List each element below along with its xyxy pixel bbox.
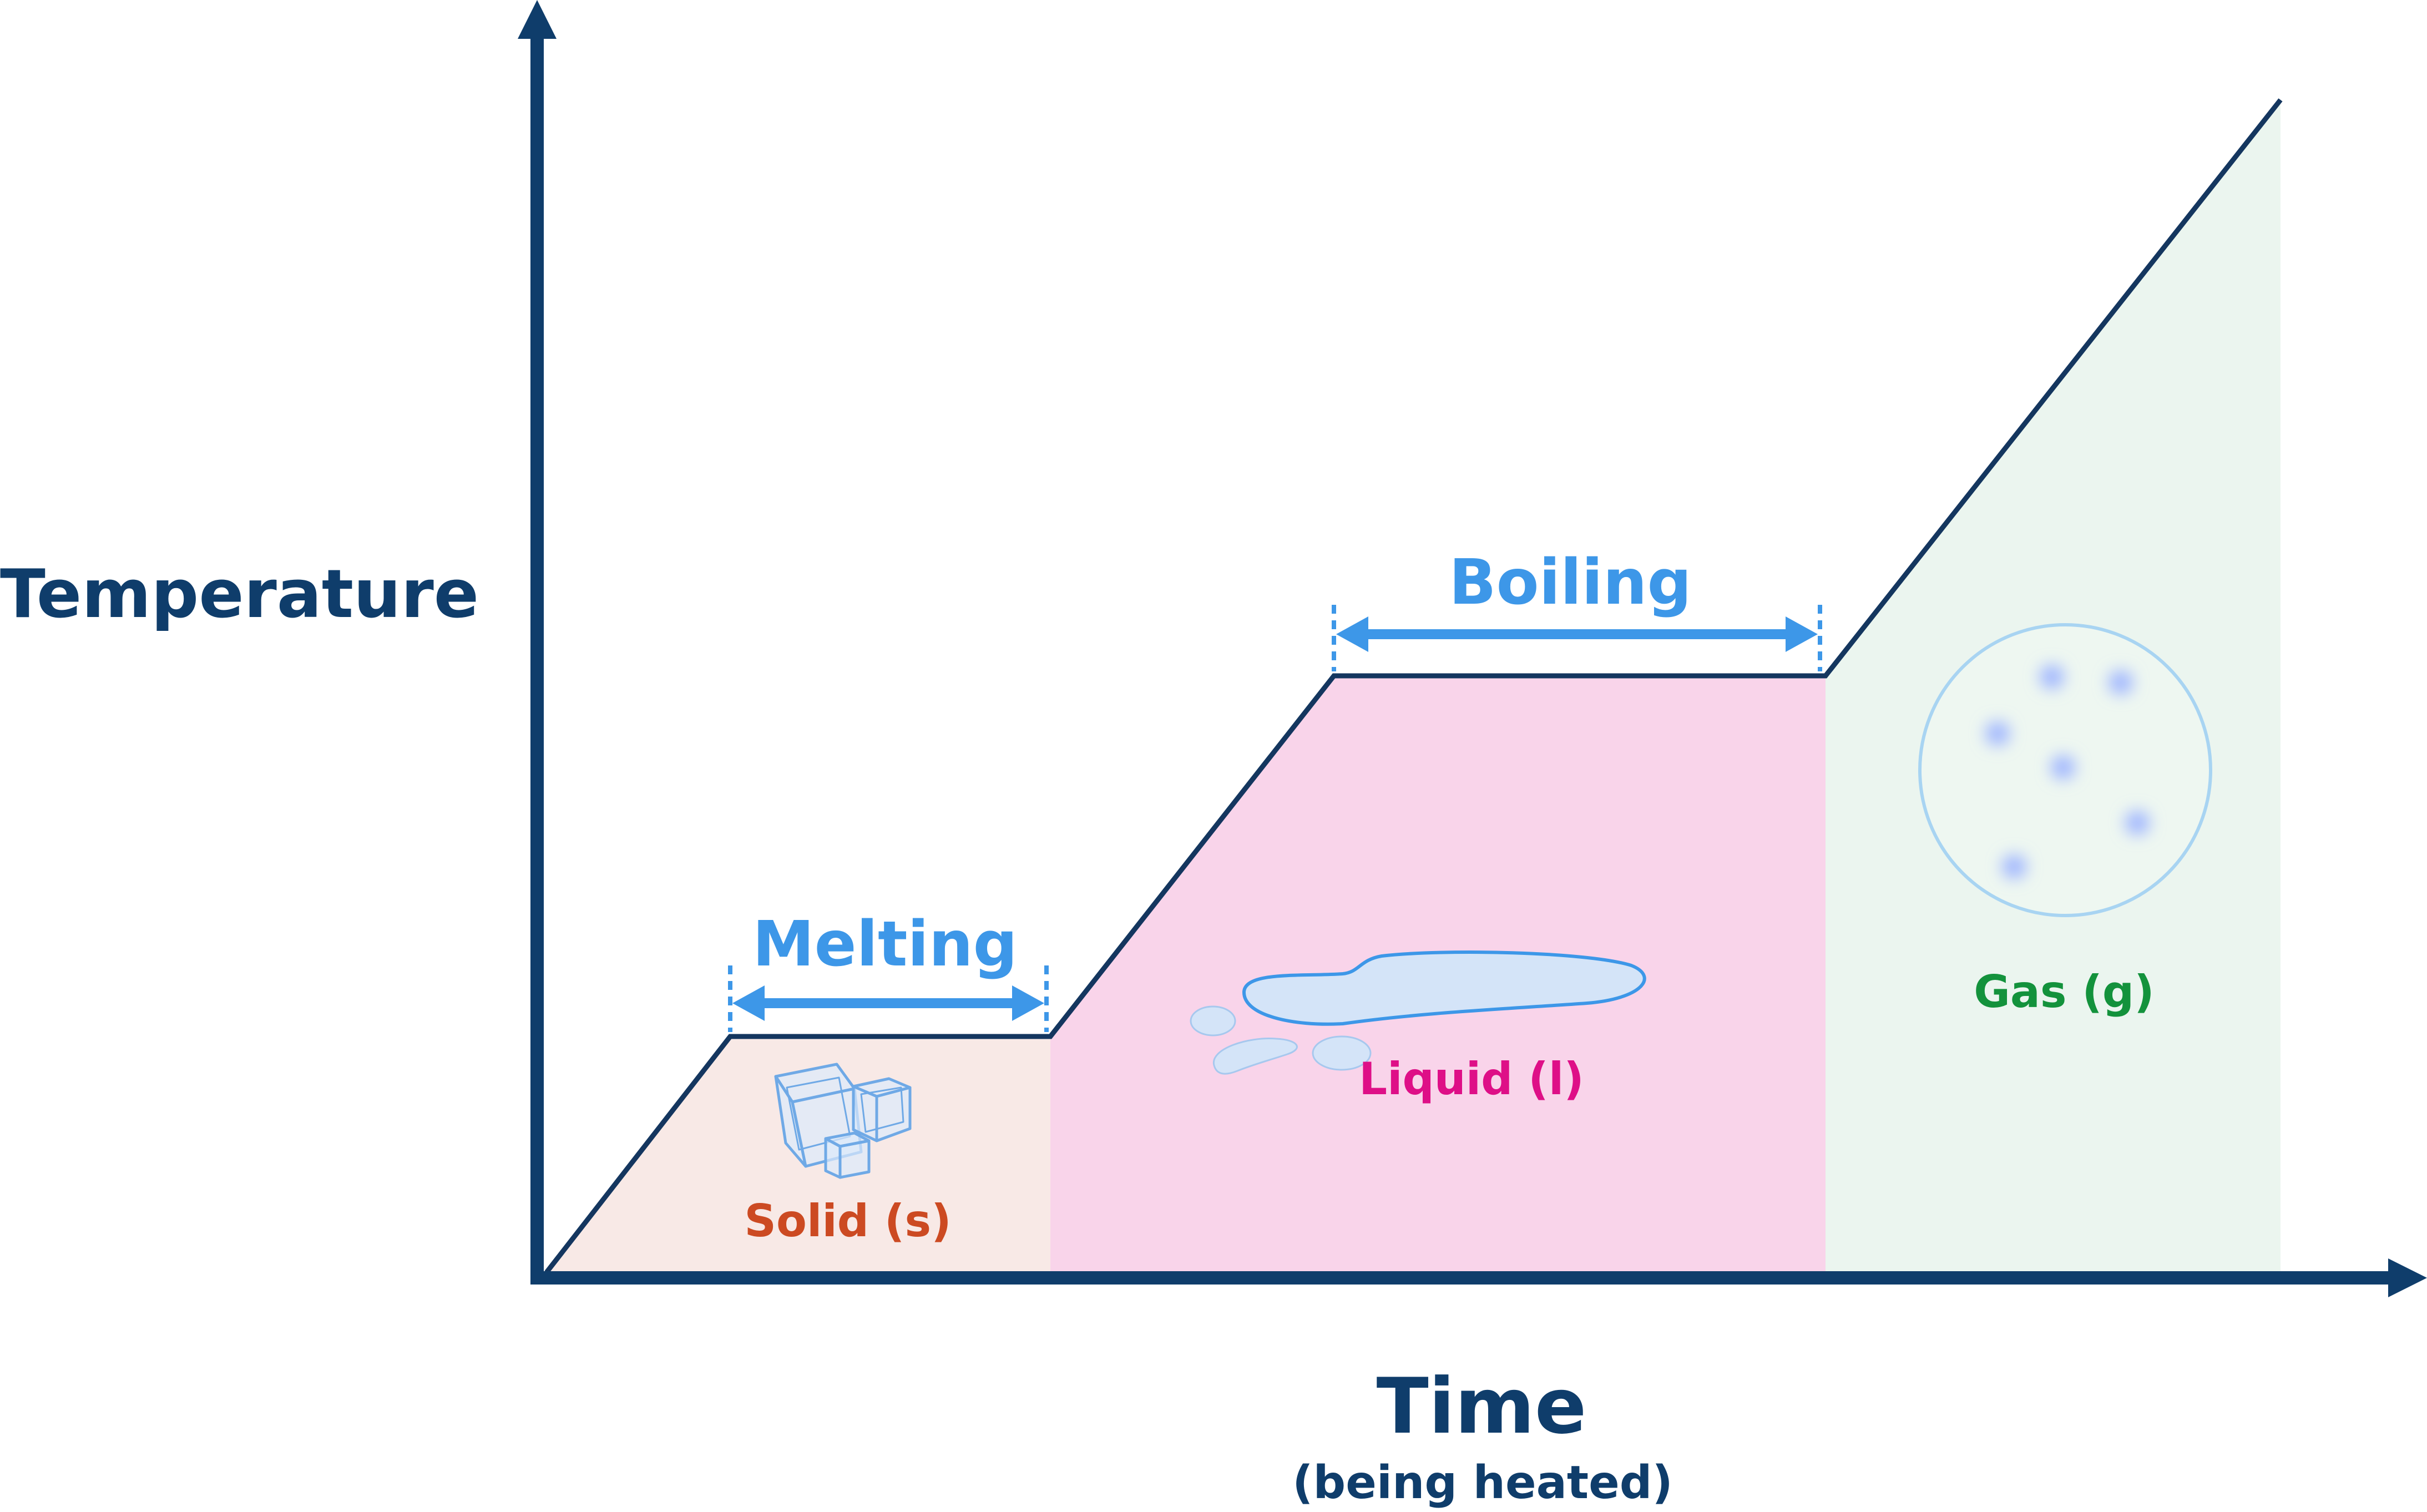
y-axis	[518, 0, 557, 1282]
boiling-arrow	[1332, 605, 1822, 671]
x-axis-label: Time	[1377, 1362, 1587, 1451]
boiling-label: Boiling	[1449, 547, 1691, 619]
heating-curve	[544, 98, 2283, 1274]
gas-particles-icon	[1918, 623, 2212, 917]
gas-phase-label: Gas (g)	[1974, 966, 2155, 1018]
water-puddle-icon	[1190, 950, 1646, 1075]
solid-phase-label: Solid (s)	[744, 1195, 951, 1247]
x-axis	[530, 1258, 2427, 1297]
x-axis-arrowhead	[2388, 1258, 2427, 1297]
ice-cubes-icon	[774, 1063, 912, 1179]
y-axis-arrowhead	[518, 0, 557, 39]
x-axis-sublabel: (being heated)	[1292, 1457, 1673, 1509]
melting-arrow	[728, 965, 1049, 1032]
melting-label: Melting	[752, 908, 1018, 980]
y-axis-label: Temperature	[0, 556, 479, 633]
liquid-phase-label: Liquid (l)	[1359, 1053, 1584, 1105]
